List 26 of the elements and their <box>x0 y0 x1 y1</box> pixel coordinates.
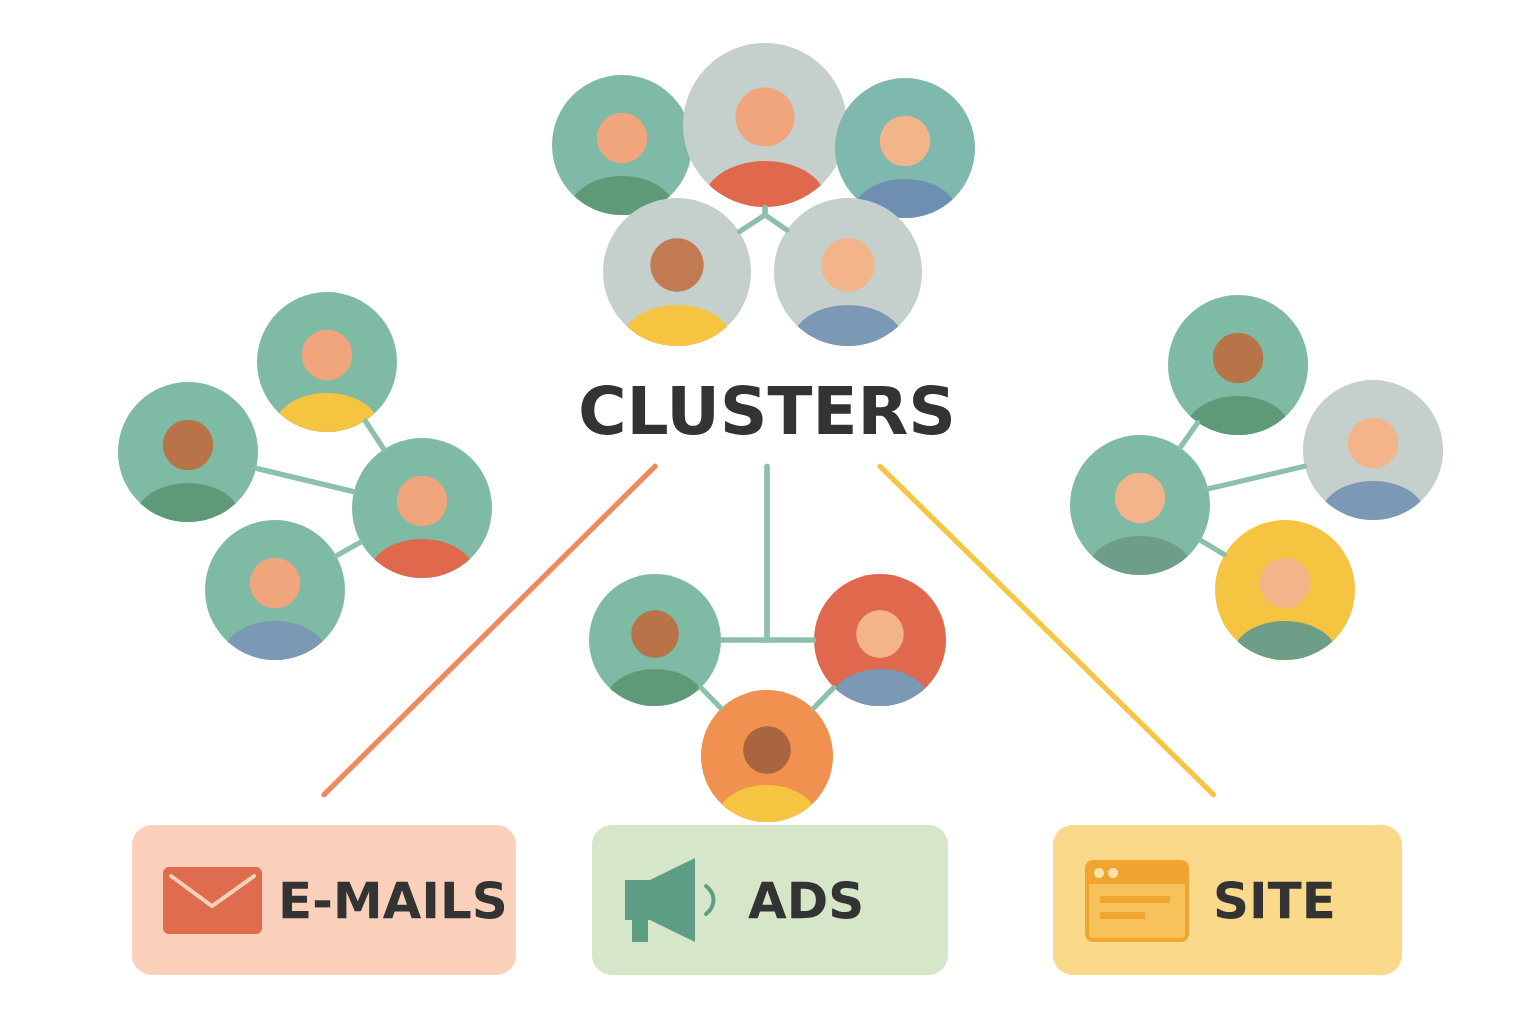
connector-line <box>321 463 658 798</box>
person-avatar <box>814 574 946 706</box>
heading-text: CLUSTERS <box>581 385 952 435</box>
channel-box: ADS <box>592 825 948 975</box>
connector-line <box>1205 463 1308 492</box>
person-avatar <box>1168 295 1308 435</box>
person-avatar <box>589 574 721 706</box>
connector-line <box>764 463 817 643</box>
person-avatar <box>1303 380 1443 520</box>
connector-line <box>877 463 1217 798</box>
connector-line <box>698 685 724 711</box>
connector-line <box>1177 420 1201 450</box>
person-avatar <box>603 198 751 346</box>
connector-line <box>810 684 837 712</box>
person-avatar <box>352 438 492 578</box>
connector-line <box>253 465 357 495</box>
person-avatar <box>1215 520 1355 660</box>
connector-line <box>362 418 387 452</box>
person-avatar <box>1070 435 1210 575</box>
person-avatar <box>205 520 345 660</box>
person-avatar <box>118 382 258 522</box>
connector-line <box>1198 538 1227 557</box>
connector-line <box>333 539 364 559</box>
connector-line <box>762 204 790 233</box>
person-avatar <box>774 198 922 346</box>
person-avatar <box>257 292 397 432</box>
